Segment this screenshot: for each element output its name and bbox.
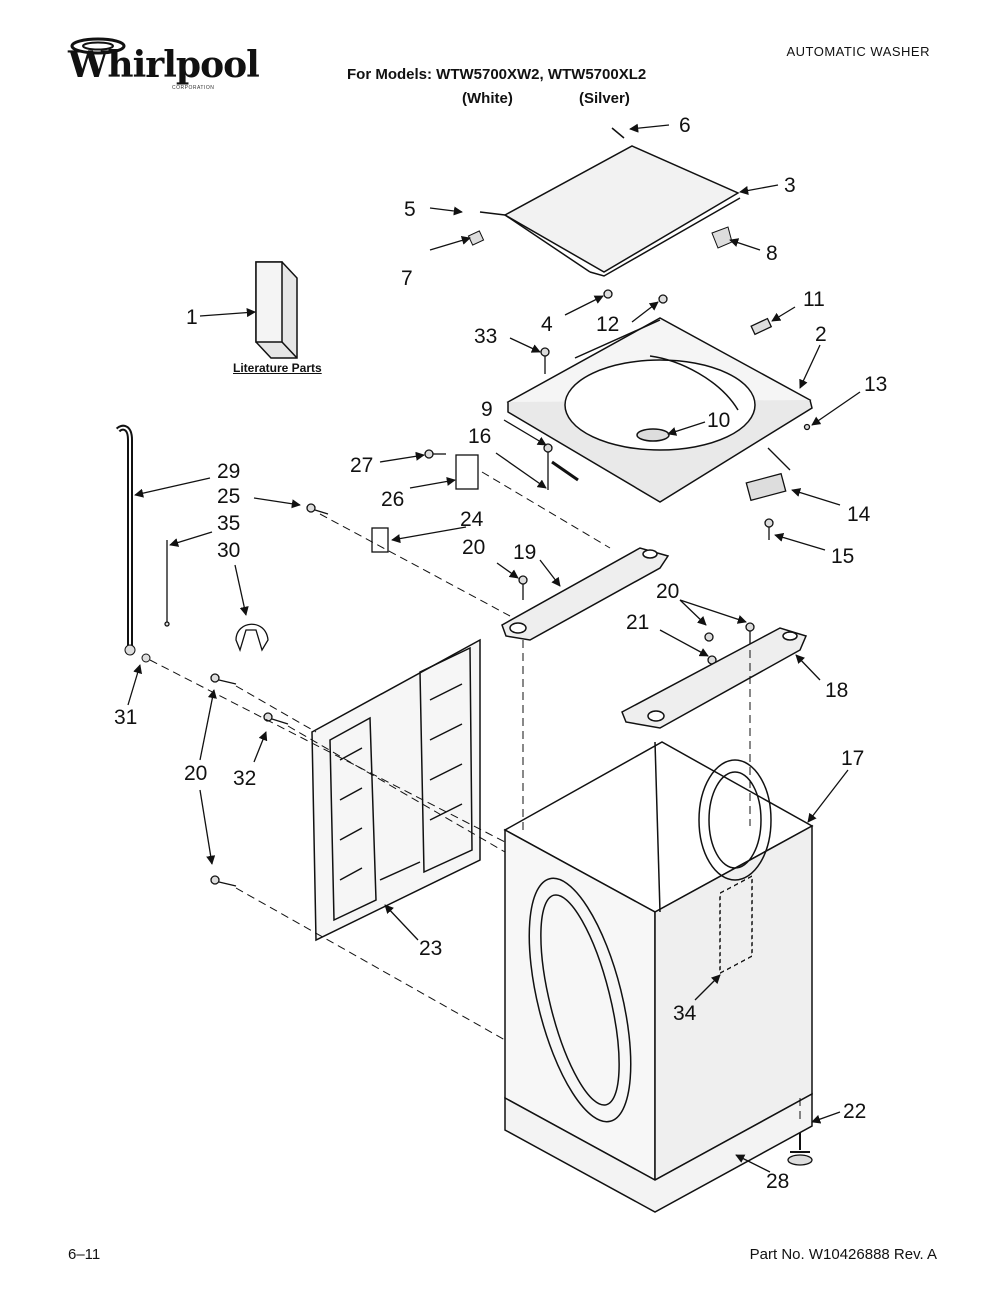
drain-hose (115, 424, 151, 663)
color-silver-label: (Silver) (579, 90, 630, 107)
models-line: For Models: WTW5700XW2, WTW5700XL2 (347, 66, 647, 83)
callout-17: 17 (841, 747, 864, 770)
leader-lines (127, 123, 861, 1173)
callout-labels: 6 3 5 7 8 1 4 12 11 2 33 13 9 10 16 27 2… (114, 114, 887, 1193)
callout-19: 19 (513, 541, 536, 564)
callout-21: 21 (626, 611, 649, 634)
callout-1: 1 (186, 306, 198, 329)
callout-20-c: 20 (184, 762, 207, 785)
callout-26: 26 (381, 488, 404, 511)
literature-booklet (255, 261, 298, 359)
whirlpool-logo: Whirlpool CORPORATION (68, 36, 260, 92)
bracket-front (501, 547, 670, 641)
callout-33: 33 (474, 325, 497, 348)
logo-swirl-icon (70, 37, 126, 55)
callout-7: 7 (401, 267, 413, 290)
brand-sub: CORPORATION (172, 85, 215, 91)
bracket-rear (621, 627, 808, 729)
cabinet-base (504, 1092, 813, 1213)
callout-8: 8 (766, 242, 778, 265)
part-number: Part No. W10426888 Rev. A (749, 1246, 937, 1263)
callout-32: 32 (233, 767, 256, 790)
callout-5: 5 (404, 198, 416, 221)
literature-parts-label: Literature Parts (233, 361, 322, 375)
callout-29: 29 (217, 460, 240, 483)
callout-30: 30 (217, 539, 240, 562)
top-panel (506, 317, 813, 503)
callout-16: 16 (468, 425, 491, 448)
revision-date: 6–11 (68, 1246, 101, 1263)
callout-3: 3 (784, 174, 796, 197)
color-white-label: (White) (462, 90, 513, 107)
callout-10: 10 (707, 409, 730, 432)
document-type: AUTOMATIC WASHER (786, 44, 930, 59)
callout-31: 31 (114, 706, 137, 729)
callout-23: 23 (419, 937, 442, 960)
callout-34: 34 (673, 1002, 697, 1025)
callout-15: 15 (831, 545, 854, 568)
callout-13: 13 (864, 373, 887, 396)
callout-4: 4 (541, 313, 553, 336)
callout-22: 22 (843, 1100, 866, 1123)
callout-6: 6 (679, 114, 691, 137)
rear-panel (311, 638, 481, 942)
callout-24: 24 (460, 508, 484, 531)
callout-11: 11 (803, 288, 825, 311)
callout-20-b: 20 (656, 580, 679, 603)
callout-14: 14 (847, 503, 871, 526)
callout-18: 18 (825, 679, 848, 702)
callout-35: 35 (217, 512, 240, 535)
callout-2: 2 (815, 323, 827, 346)
brand-name: Whirlpool (68, 44, 260, 86)
callout-12: 12 (596, 313, 619, 336)
callout-20-a: 20 (462, 536, 485, 559)
lid-assembly (479, 127, 741, 277)
cabinet (503, 741, 814, 1182)
lid-bumper (711, 226, 733, 249)
callout-25: 25 (217, 485, 240, 508)
lid-hinge-left (467, 230, 485, 246)
callout-27: 27 (350, 454, 373, 477)
callout-28: 28 (766, 1170, 789, 1193)
callout-9: 9 (481, 398, 493, 421)
